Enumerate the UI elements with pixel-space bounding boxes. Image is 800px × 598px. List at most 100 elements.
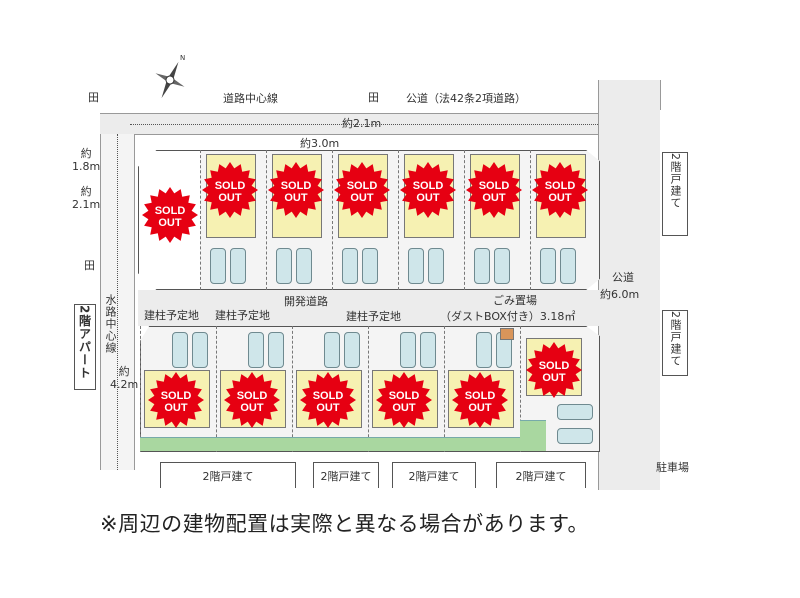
lawn [140, 437, 216, 451]
sold-out-star-icon [452, 372, 508, 428]
badge-text: SOLD [161, 390, 192, 402]
badge-text: OUT [482, 192, 506, 204]
car-space [296, 248, 312, 284]
neighbor-house-label: 2階戸建て [408, 470, 460, 483]
neighbor-house-label: 2階戸建て [515, 470, 567, 483]
pole-site-label: 建柱予定地 [144, 309, 199, 322]
badge-text: SOLD [313, 390, 344, 402]
car-space [362, 248, 378, 284]
badge-text: OUT [158, 217, 182, 229]
badge-text: OUT [542, 372, 566, 384]
car-space [248, 332, 264, 368]
badge-text: SOLD [545, 180, 576, 192]
car-space [428, 248, 444, 284]
development-road [138, 290, 600, 326]
public-road-label: 公道（法42条2項道路） [406, 92, 526, 105]
sold-out-star-icon [300, 372, 356, 428]
neighbor-house-box: 2階戸建て [160, 462, 296, 488]
neighbor-house-box: 2階戸建て [662, 152, 688, 236]
lot [332, 150, 398, 290]
lawn [216, 437, 292, 451]
badge-text: SOLD [347, 180, 378, 192]
lot [140, 326, 216, 452]
parking-label: 駐車場 [656, 461, 689, 474]
lawn [292, 437, 368, 451]
lawn [368, 437, 444, 451]
sold-out-star-icon [268, 162, 324, 218]
badge-text: SOLD [413, 180, 444, 192]
car-space [408, 248, 424, 284]
car-space [400, 332, 416, 368]
lot [292, 326, 368, 452]
lawn [444, 437, 520, 451]
neighbor-house-label: 2階戸建て [669, 311, 682, 367]
neighbor-house-box: 2階戸建て [662, 310, 688, 376]
compass-icon: N [148, 52, 188, 102]
pole-site-label: 建柱予定地 [215, 309, 270, 322]
public-road-right [598, 80, 660, 490]
car-space [540, 248, 556, 284]
badge-text: OUT [548, 192, 572, 204]
neighbor-house-label: 2階戸建て [320, 470, 372, 483]
badge-text: SOLD [155, 205, 186, 217]
badge-text: SOLD [465, 390, 496, 402]
neighbor-house-label: 2階戸建て [669, 153, 682, 209]
sold-out-star-icon [526, 342, 582, 398]
apartment-box: 2階アパート [74, 304, 96, 390]
lot [266, 150, 332, 290]
car-space [230, 248, 246, 284]
lot [444, 326, 520, 452]
badge-text: OUT [350, 192, 374, 204]
badge-text: OUT [416, 192, 440, 204]
lot [398, 150, 464, 290]
field-label: 田 [88, 91, 99, 104]
sold-out-star-icon [148, 372, 204, 428]
car-space [557, 428, 593, 444]
neighbor-house-box: 2階戸建て [496, 462, 586, 488]
pole-site-label: 建柱予定地 [346, 310, 401, 323]
lot [464, 150, 530, 290]
car-space [420, 332, 436, 368]
width-label: 約3.0m [300, 137, 340, 150]
badge-text: OUT [316, 402, 340, 414]
width-label: 約2.1m [342, 117, 382, 130]
sold-out-star-icon [400, 162, 456, 218]
car-space [210, 248, 226, 284]
badge-text: OUT [284, 192, 308, 204]
badge-text: OUT [392, 402, 416, 414]
badge-text: SOLD [539, 360, 570, 372]
car-space [342, 248, 358, 284]
car-space [172, 332, 188, 368]
car-space [268, 332, 284, 368]
car-space [192, 332, 208, 368]
car-space [324, 332, 340, 368]
badge-text: SOLD [215, 180, 246, 192]
lawn [520, 420, 546, 451]
development-road-label: 開発道路 [284, 295, 328, 308]
water-center-label: 水路中心線 [104, 294, 117, 354]
lot [368, 326, 444, 452]
car-space [476, 332, 492, 368]
sold-out-star-icon [142, 187, 198, 243]
road-right-upper [660, 80, 700, 110]
car-space [557, 404, 593, 420]
width-label: 約 2.1m [72, 185, 101, 211]
car-space [494, 248, 510, 284]
sold-out-star-icon [202, 162, 258, 218]
sold-out-star-icon [224, 372, 280, 428]
sold-out-star-icon [532, 162, 588, 218]
field-label: 田 [368, 91, 379, 104]
lot [216, 326, 292, 452]
car-space [474, 248, 490, 284]
car-space [560, 248, 576, 284]
sold-out-star-icon [334, 162, 390, 218]
garbage-label: （ダストBOX付き）3.18㎡ [440, 310, 576, 323]
badge-text: OUT [240, 402, 264, 414]
